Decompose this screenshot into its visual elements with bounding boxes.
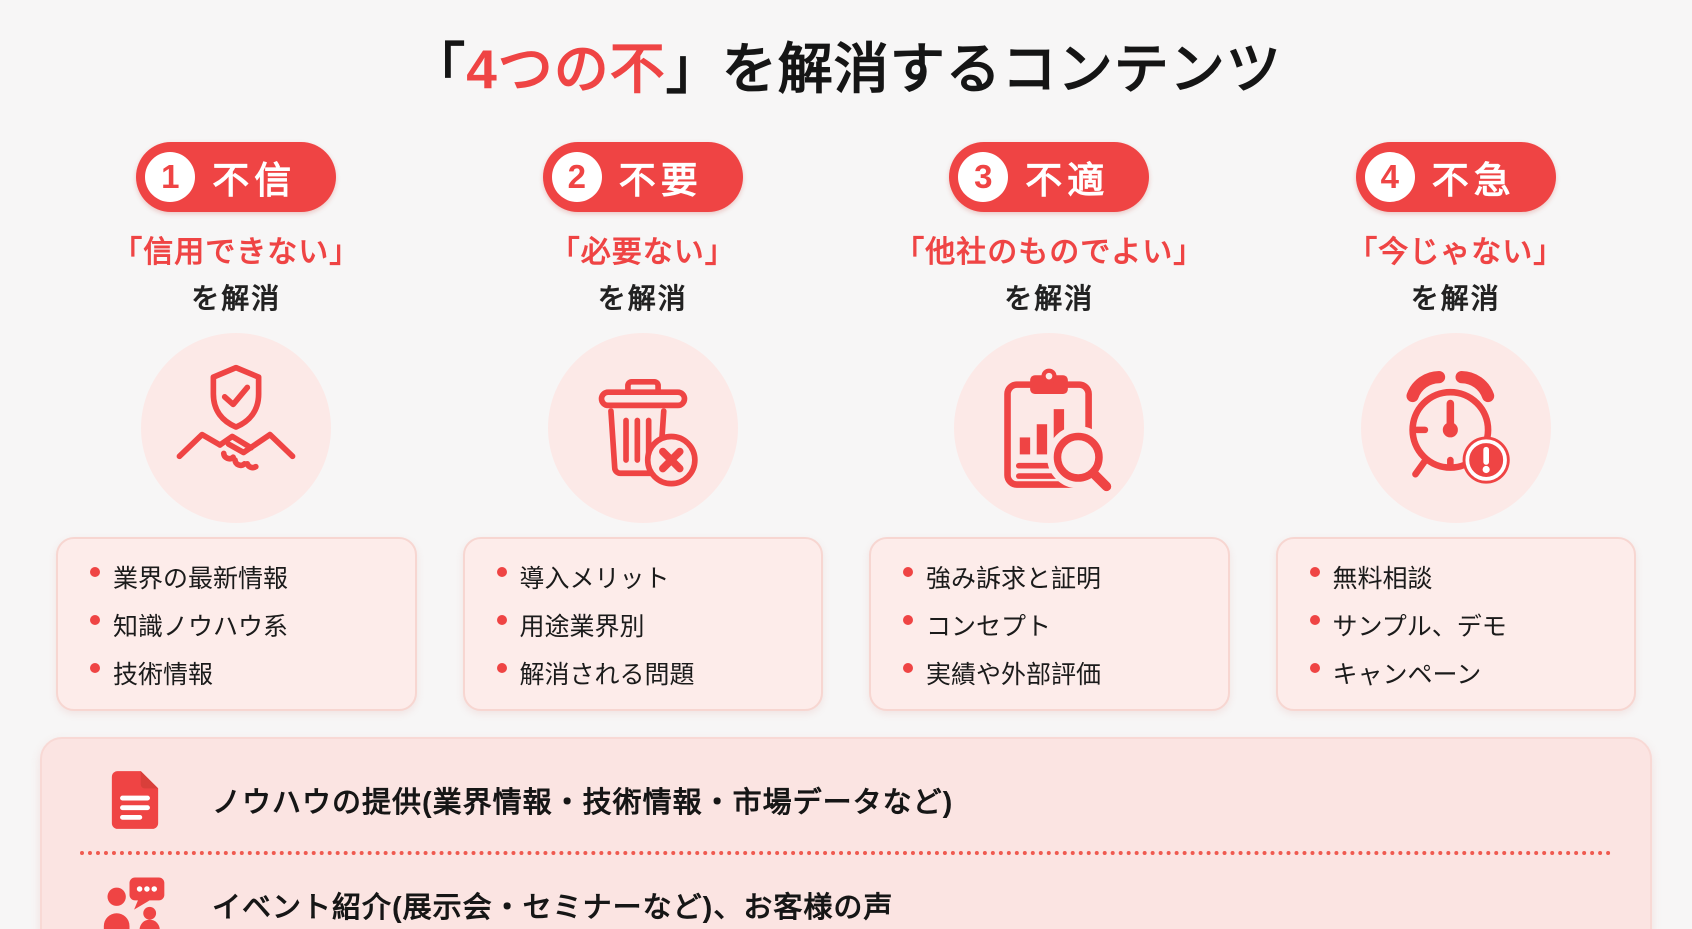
title-bracket-close: 」 [665,38,722,100]
number-badge-2: 2 [551,152,602,202]
number-badge-1: 1 [145,152,196,202]
number-badge-4: 4 [1364,152,1415,202]
list-item: 実績や外部評価 [899,655,1218,691]
icon-circle-1 [141,333,332,523]
list-item: 用途業界別 [493,607,812,643]
pill-label-2: 不要 [618,160,703,201]
footer-text-events: イベント紹介(展示会・セミナーなど)、お客様の声 [212,892,894,924]
icon-circle-4 [1360,333,1551,523]
list-item: 解消される問題 [493,655,812,691]
content-list-2: 導入メリット 用途業界別 解消される問題 [462,537,823,711]
list-item: キャンペーン [1306,655,1625,691]
footer-row-events: イベント紹介(展示会・セミナーなど)、お客様の声 [76,861,1616,929]
footer-row-knowhow: ノウハウの提供(業界情報・技術情報・市場データなど) [76,755,1616,845]
footer-band: ノウハウの提供(業界情報・技術情報・市場データなど) イベント紹介(展示会・セミ… [40,737,1652,929]
dotted-divider [80,851,1612,855]
column-3-futeki: 3 不適 「他社のものでよい」 を解消 [869,142,1230,711]
quote-text-3: 「他社のものでよい」 [894,236,1205,269]
pill-label-1: 不信 [212,160,297,201]
columns-container: 1 不信 「信用できない」 を解消 業界の最新情報 [0,104,1692,711]
quote-text-1: 「信用できない」 [112,236,361,269]
list-item: サンプル、デモ [1306,607,1625,643]
column-2-fuyou: 2 不要 「必要ない」 を解消 導入メリット 用途業界別 [462,142,823,711]
list-item: 無料相談 [1306,559,1625,595]
quote-text-4: 「今じゃない」 [1347,236,1565,269]
title-rest: を解消するコンテンツ [721,38,1282,100]
title-bracket-open: 「 [410,38,467,100]
badge-pill-2: 2 不要 [542,142,743,212]
quote-text-2: 「必要ない」 [549,236,736,269]
handshake-shield-icon [176,364,296,471]
footer-icon-box-2 [102,875,168,929]
page-title: 「4つの不」を解消するコンテンツ [0,0,1692,104]
content-list-3: 強み訴求と証明 コンセプト 実績や外部評価 [869,537,1230,711]
column-1-fushin: 1 不信 「信用できない」 を解消 業界の最新情報 [56,142,417,711]
icon-circle-3 [954,333,1145,523]
resolve-text-2: を解消 [597,283,688,314]
people-chat-icon [103,877,165,929]
title-highlight: 4つの不 [466,38,666,100]
list-item: 技術情報 [86,655,405,691]
pill-label-4: 不急 [1431,160,1516,201]
alarm-clock-warning-icon [1406,370,1510,484]
badge-pill-3: 3 不適 [949,142,1150,212]
column-4-fukyuu: 4 不急 「今じゃない」 を解消 [1275,142,1636,711]
list-item: 業界の最新情報 [86,559,405,595]
content-list-4: 無料相談 サンプル、デモ キャンペーン [1275,537,1636,711]
number-badge-3: 3 [958,152,1009,202]
list-item: コンセプト [899,607,1218,643]
trash-x-icon [598,378,698,487]
list-item: 導入メリット [493,559,812,595]
content-list-1: 業界の最新情報 知識ノウハウ系 技術情報 [56,537,417,711]
pill-label-3: 不適 [1025,160,1110,201]
badge-pill-4: 4 不急 [1355,142,1556,212]
clipboard-chart-magnifier-icon [1004,368,1112,492]
badge-pill-1: 1 不信 [136,142,337,212]
list-item: 知識ノウハウ系 [86,607,405,643]
resolve-text-3: を解消 [1004,283,1095,314]
resolve-text-1: を解消 [191,283,282,314]
footer-icon-box-1 [102,769,168,831]
footer-text-knowhow: ノウハウの提供(業界情報・技術情報・市場データなど) [212,787,954,819]
resolve-text-4: を解消 [1410,283,1501,314]
list-item: 強み訴求と証明 [899,559,1218,595]
icon-circle-2 [547,333,738,523]
document-icon [111,771,159,829]
